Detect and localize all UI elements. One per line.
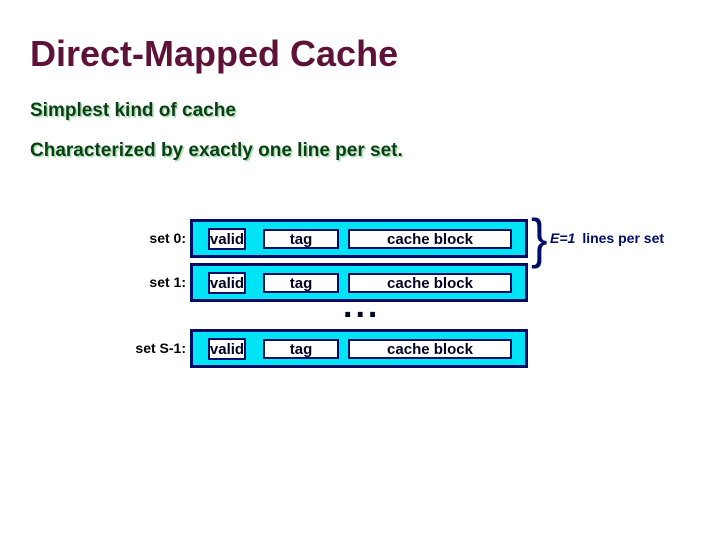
set-0-cache-block-box: cache block <box>348 229 512 249</box>
set-0-row: valid tag cache block <box>190 219 528 258</box>
set-s-1-valid-box: valid <box>208 338 246 360</box>
set-0-tag-box: tag <box>263 229 339 249</box>
set-0-valid-box: valid <box>208 228 246 250</box>
bullet-line-1: Simplest kind of cache <box>30 100 236 121</box>
set-s-1-row: valid tag cache block <box>190 329 528 368</box>
lines-per-set-annotation: E=1 lines per set <box>550 230 664 246</box>
ellipsis: ... <box>343 287 381 325</box>
set-0-label: set 0: <box>149 230 186 246</box>
set-s-1-cache-block-box: cache block <box>348 339 512 359</box>
bullet-line-2: Characterized by exactly one line per se… <box>30 140 403 161</box>
set-1-row: valid tag cache block <box>190 263 528 302</box>
set-1-cache-block-box: cache block <box>348 273 512 293</box>
annotation-lines-per-set: lines per set <box>582 230 665 246</box>
annotation-e-equals-1: E=1 <box>550 230 576 246</box>
brace-icon: } <box>531 207 548 269</box>
set-1-tag-box: tag <box>263 273 339 293</box>
slide-title: Direct-Mapped Cache <box>30 33 399 74</box>
set-1-valid-box: valid <box>208 272 246 294</box>
set-1-label: set 1: <box>149 274 186 290</box>
set-s-1-tag-box: tag <box>263 339 339 359</box>
set-s-1-label: set S-1: <box>135 340 186 356</box>
